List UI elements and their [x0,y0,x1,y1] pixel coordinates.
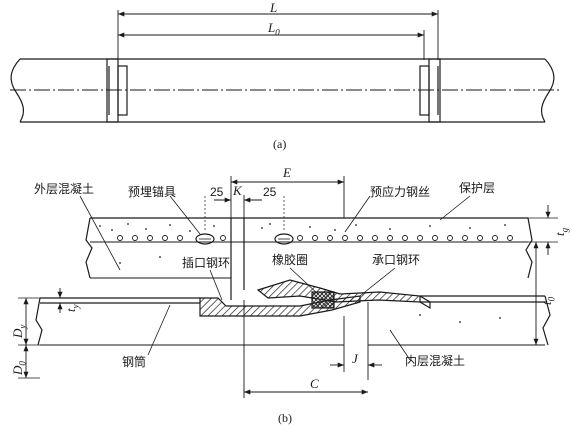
dim-K-label: K [233,183,242,198]
dim-Dy-subscript: y [17,324,28,329]
dim-ty-label: ty [63,304,81,312]
dim-tg-symbol: t [552,232,567,236]
dim-L0-subscript: 0 [275,27,280,38]
label-steel-cylinder: 钢筒 [122,355,147,369]
label-socket-ring: 承口钢环 [372,253,421,267]
dim-ty-subscript: y [70,304,81,309]
dim-E-label: E [283,165,291,180]
label-prestressed-wire: 预应力钢丝 [370,185,431,199]
dim-C-label: C [310,376,319,391]
dim-t0-symbol: t [539,301,554,305]
dim-L-label: L [270,0,278,15]
socket-ring [256,279,421,303]
label-rubber-gasket: 橡胶圈 [272,253,309,267]
dim-t0-label: t0 [539,296,557,305]
dim-J-label: J [352,351,358,366]
concrete-stipple [99,223,506,323]
dim-tg-label: tg [552,227,570,236]
figure-a [10,10,560,123]
dim-t0-subscript: 0 [546,296,557,302]
dim-D0-symbol: D [10,365,25,375]
label-outer-concrete: 外层混凝土 [34,182,95,196]
dim-tg-subscript: g [559,227,570,233]
dim-D0-label: D0 [10,361,28,375]
dim-Dy-label: Dy [10,324,28,338]
figure-b [18,176,558,398]
dim-ty-symbol: t [63,308,78,312]
dim-25-right: 25 [263,185,277,199]
label-embedded-anchor: 预埋锚具 [128,185,177,199]
dim-Dy-symbol: D [10,328,25,338]
caption-b: (b) [278,411,292,425]
label-protective-layer: 保护层 [459,181,496,195]
caption-a: (a) [273,137,287,151]
dim-D0-subscript: 0 [17,361,28,366]
embedded-anchor-left [195,233,215,245]
prestress-wires [117,235,513,241]
dim-L0-label: L0 [268,21,280,38]
dim-25-left: 25 [210,185,224,199]
dim-L0-symbol: L [268,20,276,35]
rubber-gasket [311,291,335,309]
embedded-anchor-right [274,233,294,245]
label-spigot-ring: 插口钢环 [182,256,231,270]
label-inner-concrete: 内层混凝土 [405,354,466,368]
